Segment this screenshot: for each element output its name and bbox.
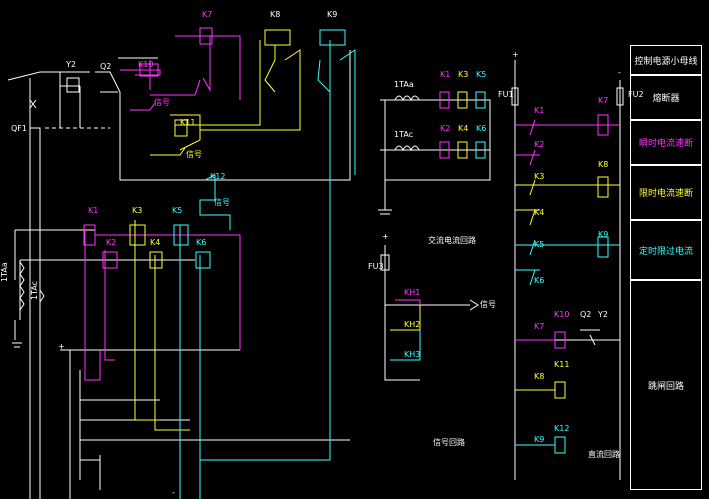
legend-instant-trip-text: 瞬时电流速断 <box>638 139 693 149</box>
ac-k3-label: K3 <box>458 70 469 79</box>
dc-k4-label: K4 <box>534 208 545 217</box>
ac-k5-label: K5 <box>476 70 487 79</box>
legend-fuse: 熔断器 <box>630 75 702 120</box>
dc-k7b-label: K7 <box>534 322 545 331</box>
dc-plus-label: + <box>512 50 519 59</box>
legend-time-limited-trip: 限时电流速断 <box>630 165 702 220</box>
fu1-label: FU1 <box>498 90 514 99</box>
legend-control-bus-text: 控制电源小母线 <box>634 56 698 67</box>
k11-label: K11 <box>180 118 196 127</box>
k4-label: K4 <box>150 238 161 247</box>
signal-circuit-title: 信号回路 <box>433 438 465 447</box>
left-main-wiring <box>7 50 351 499</box>
k8-label: K8 <box>270 10 281 19</box>
dc-k11-label: K11 <box>554 360 570 369</box>
dc-cyan <box>515 236 620 454</box>
legend-fuse-text: 熔断器 <box>652 94 680 104</box>
ac-k1-label: K1 <box>440 70 451 79</box>
dc-k7-label: K7 <box>598 96 609 105</box>
kh2-label: KH2 <box>404 320 421 329</box>
k5-label: K5 <box>172 206 183 215</box>
fu3-label: FU3 <box>368 262 384 271</box>
fu2-label: FU2 <box>628 90 644 99</box>
legend-control-bus: 控制电源小母线 <box>630 45 702 75</box>
ac-ta-a-label: 1TAa <box>394 80 414 89</box>
magenta-circuit <box>83 27 241 381</box>
qf1-label: QF1 <box>11 124 27 133</box>
signal-contacts <box>395 299 421 305</box>
dc-k8-label: K8 <box>598 160 609 169</box>
legend-definite-overcurrent-text: 定时限过电流 <box>638 246 693 257</box>
dc-k9-label: K9 <box>598 230 609 239</box>
k7-label: K7 <box>202 10 213 19</box>
y2-label: Y2 <box>66 60 76 69</box>
k1-label: K1 <box>88 206 99 215</box>
dc-circuit-title: 直流回路 <box>588 450 620 459</box>
signal-label-3: 信号 <box>214 198 230 207</box>
ta-a-label: 1TAa <box>0 262 9 282</box>
kh3-label: KH3 <box>404 350 421 359</box>
dc-k12-label: K12 <box>554 424 570 433</box>
ta-c-label: 1TAc <box>30 280 39 300</box>
legend-instant-trip: 瞬时电流速断 <box>630 120 702 165</box>
ac-k6-label: K6 <box>476 124 487 133</box>
k10-label: K10 <box>138 60 154 69</box>
k9-label: K9 <box>327 10 338 19</box>
ac-k4-label: K4 <box>458 124 469 133</box>
q2-label: Q2 <box>100 62 112 71</box>
signal-label-1: 信号 <box>154 98 170 107</box>
signal-label-2: 信号 <box>186 150 202 159</box>
legend-trip-circuit: 跳闸回路 <box>630 280 702 490</box>
dc-q2-label: Q2 <box>580 310 592 319</box>
signal-out-label: 信号 <box>480 300 496 309</box>
legend-time-limited-trip-text: 限时电流速断 <box>638 189 693 199</box>
dc-k10-label: K10 <box>554 310 570 319</box>
left-plus-label: + <box>58 342 65 351</box>
k6-label: K6 <box>196 238 207 247</box>
signal-wiring <box>380 245 479 381</box>
dc-k1-label: K1 <box>534 106 545 115</box>
dc-y2-label: Y2 <box>598 310 608 319</box>
ac-current-wiring <box>378 95 491 215</box>
signal-plus-label: + <box>382 232 389 241</box>
ac-k2-label: K2 <box>440 124 451 133</box>
k2-label: K2 <box>106 238 117 247</box>
legend-definite-overcurrent: 定时限过电流 <box>630 220 702 280</box>
dc-k8b-label: K8 <box>534 372 545 381</box>
dc-yellow <box>515 176 620 399</box>
ac-relays <box>439 91 486 159</box>
dc-minus-label: - <box>618 68 621 77</box>
ac-ta-c-label: 1TAc <box>394 130 414 139</box>
yellow-circuit <box>129 29 301 431</box>
dc-k9b-label: K9 <box>534 435 545 444</box>
dc-magenta <box>515 114 620 349</box>
cyan-circuit <box>173 29 356 499</box>
dc-k2-label: K2 <box>534 140 545 149</box>
k12-label: K12 <box>210 172 226 181</box>
kh1-label: KH1 <box>404 288 421 297</box>
legend-trip-circuit-text: 跳闸回路 <box>647 381 684 392</box>
k3-label: K3 <box>132 206 143 215</box>
left-minus-label: - <box>172 488 175 497</box>
dc-k5-label: K5 <box>534 240 545 249</box>
ac-circuit-title: 交流电流回路 <box>428 236 476 245</box>
dc-k6-label: K6 <box>534 276 545 285</box>
dc-k3-label: K3 <box>534 172 545 181</box>
